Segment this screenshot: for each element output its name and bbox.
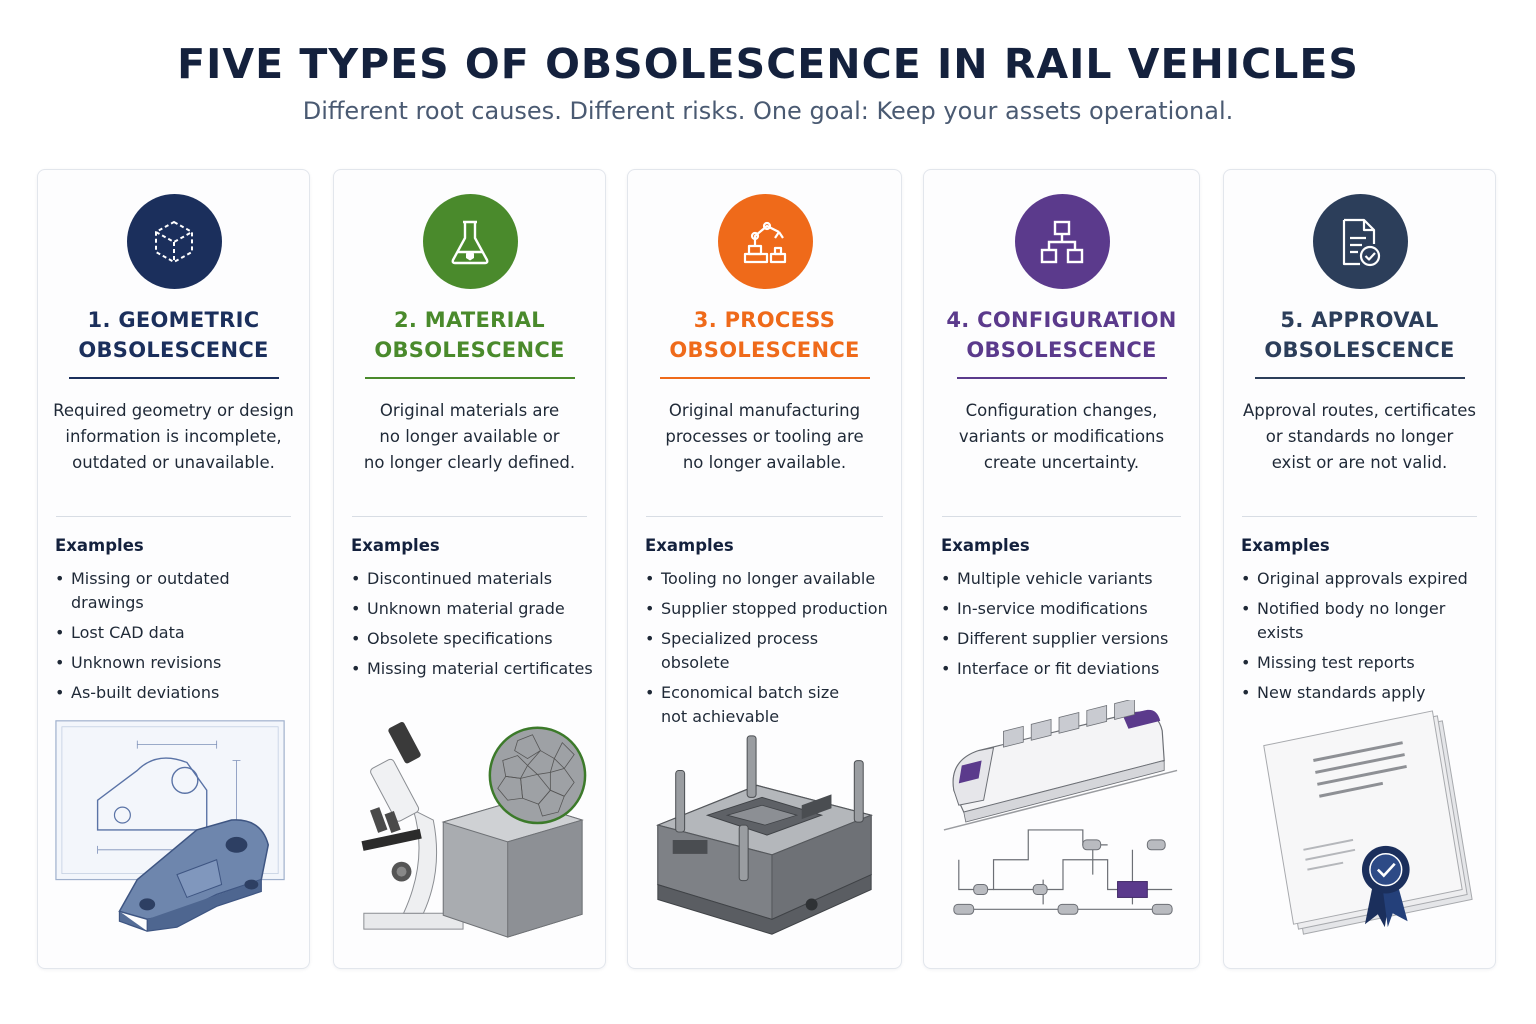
robot-arm-icon [717,194,813,289]
flask-icon [422,194,518,289]
document-check-icon [1312,194,1408,289]
card-title: 4. CONFIGURATION OBSOLESCENCE [946,308,1177,362]
card-geometric: 1. GEOMETRIC OBSOLESCENCE Required geome… [37,169,310,969]
divider [646,516,883,517]
list-item: Different supplier versions [941,627,1189,651]
list-item: Missing material certificates [351,657,595,681]
list-item: New standards apply [1241,681,1485,705]
page-title: FIVE TYPES OF OBSOLESCENCE IN RAIL VEHIC… [177,40,1359,88]
list-item: Unknown revisions [55,651,299,675]
certificate-illustration [1234,700,1485,950]
list-item: Supplier stopped production [645,597,891,621]
title-rule [659,377,870,379]
technical-drawing-illustration [48,700,299,950]
title-rule [364,377,575,379]
title-rule [956,377,1167,379]
card-description: Configuration changes, variants or modif… [958,401,1165,472]
examples-heading: Examples [941,536,1030,555]
examples-list: Tooling no longer available Supplier sto… [645,567,891,735]
cube-icon [126,194,222,289]
examples-heading: Examples [1241,536,1330,555]
list-item: Original approvals expired [1241,567,1485,591]
train-schematic-illustration [934,698,1189,950]
divider [352,516,587,517]
examples-heading: Examples [55,536,144,555]
card-description: Approval routes, certificates or standar… [1243,401,1476,472]
list-item: As-built deviations [55,681,299,705]
examples-list: Discontinued materials Unknown material … [351,567,595,687]
title-rule [1254,377,1465,379]
list-item: Multiple vehicle variants [941,567,1189,591]
examples-heading: Examples [351,536,440,555]
card-title: 5. APPROVAL OBSOLESCENCE [1264,308,1455,362]
page-subtitle: Different root causes. Different risks. … [302,97,1234,125]
list-item: In-service modifications [941,597,1189,621]
list-item: Specialized process obsolete [645,627,891,675]
title-rule [68,377,279,379]
list-item-line: not achievable [661,707,780,726]
card-description: Original materials are no longer availab… [363,401,576,472]
card-title: 1. GEOMETRIC OBSOLESCENCE [78,308,269,362]
list-item: Economical batch size not achievable [645,681,891,729]
divider [56,516,291,517]
divider [942,516,1181,517]
card-title: 3. PROCESS OBSOLESCENCE [669,308,860,362]
card-description: Required geometry or design information … [53,401,294,472]
list-item: Tooling no longer available [645,567,891,591]
examples-list: Original approvals expired Notified body… [1241,567,1485,711]
divider [1242,516,1477,517]
card-configuration: 4. CONFIGURATION OBSOLESCENCE Configurat… [923,169,1200,969]
list-item-line: Economical batch size [661,683,840,702]
list-item: Obsolete specifications [351,627,595,651]
hierarchy-icon [1014,194,1110,289]
card-material: 2. MATERIAL OBSOLESCENCE Original materi… [333,169,606,969]
card-process: 3. PROCESS OBSOLESCENCE Original manufac… [627,169,902,969]
list-item: Lost CAD data [55,621,299,645]
mould-tool-illustration [638,715,891,965]
card-approval: 5. APPROVAL OBSOLESCENCE Approval routes… [1223,169,1496,969]
list-item: Notified body no longer exists [1241,597,1485,645]
examples-list: Missing or outdated drawings Lost CAD da… [55,567,299,711]
card-title: 2. MATERIAL OBSOLESCENCE [374,308,565,362]
list-item: Missing or outdated drawings [55,567,299,615]
list-item: Discontinued materials [351,567,595,591]
microscope-illustration [344,700,595,950]
list-item: Unknown material grade [351,597,595,621]
list-item: Missing test reports [1241,651,1485,675]
examples-heading: Examples [645,536,734,555]
card-description: Original manufacturing processes or tool… [665,401,864,472]
examples-list: Multiple vehicle variants In-service mod… [941,567,1189,687]
list-item: Interface or fit deviations [941,657,1189,681]
